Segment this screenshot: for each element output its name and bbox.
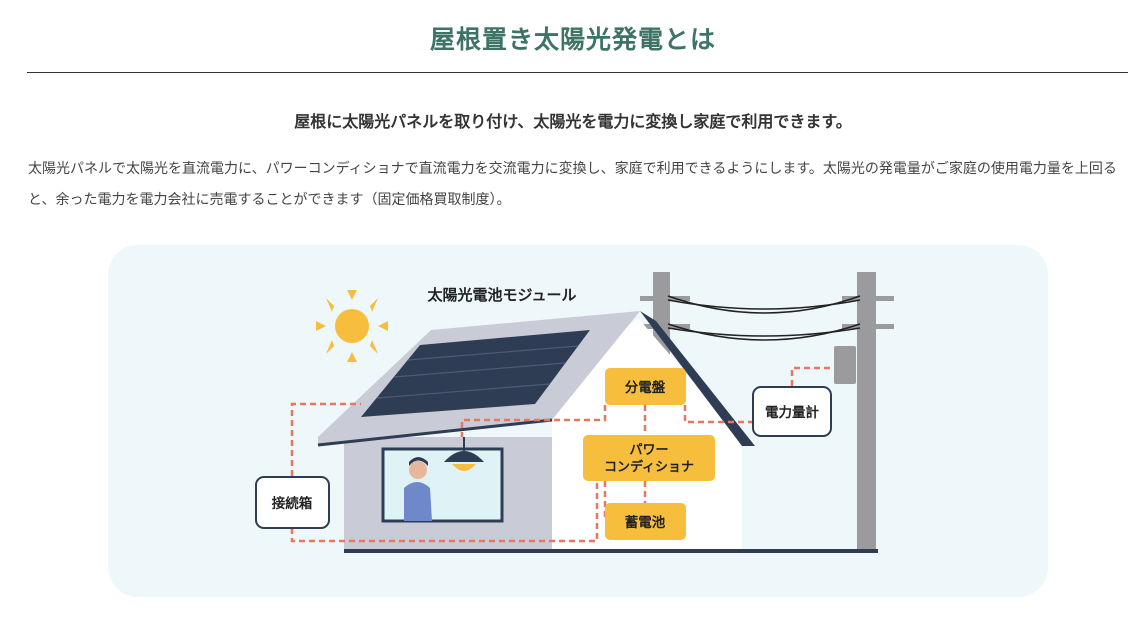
- title-divider: [27, 72, 1128, 73]
- solar-panel: [361, 330, 590, 417]
- power-conditioner-label-line2: コンディショナ: [604, 459, 694, 475]
- power-conditioner: パワー コンディショナ: [583, 435, 715, 481]
- distribution-board-label: 分電盤: [625, 379, 666, 396]
- sun-icon: [316, 290, 388, 362]
- junction-box-label: 接続箱: [272, 495, 313, 512]
- power-conditioner-label-line1: パワー: [629, 443, 668, 458]
- module-label: 太陽光電池モジュール: [428, 286, 577, 304]
- ceiling-lamp-icon: [444, 437, 484, 471]
- person-icon: [404, 457, 432, 521]
- utility-pole-right: [834, 272, 894, 552]
- distribution-board: 分電盤: [605, 368, 686, 405]
- power-meter: 電力量計: [752, 386, 832, 437]
- storage-battery-label: 蓄電池: [625, 514, 666, 531]
- window: [381, 447, 504, 523]
- power-meter-label: 電力量計: [765, 404, 819, 421]
- storage-battery: 蓄電池: [605, 503, 686, 540]
- power-lines: [667, 295, 861, 341]
- page-title: 屋根置き太陽光発電とは: [429, 25, 716, 54]
- description-text: 太陽光パネルで太陽光を直流電力に、パワーコンディショナで直流電力を交流電力に変換…: [28, 161, 1117, 208]
- lead-text: 屋根に太陽光パネルを取り付け、太陽光を電力に変換し家庭で利用できます。: [294, 112, 852, 131]
- junction-box: 接続箱: [255, 476, 330, 529]
